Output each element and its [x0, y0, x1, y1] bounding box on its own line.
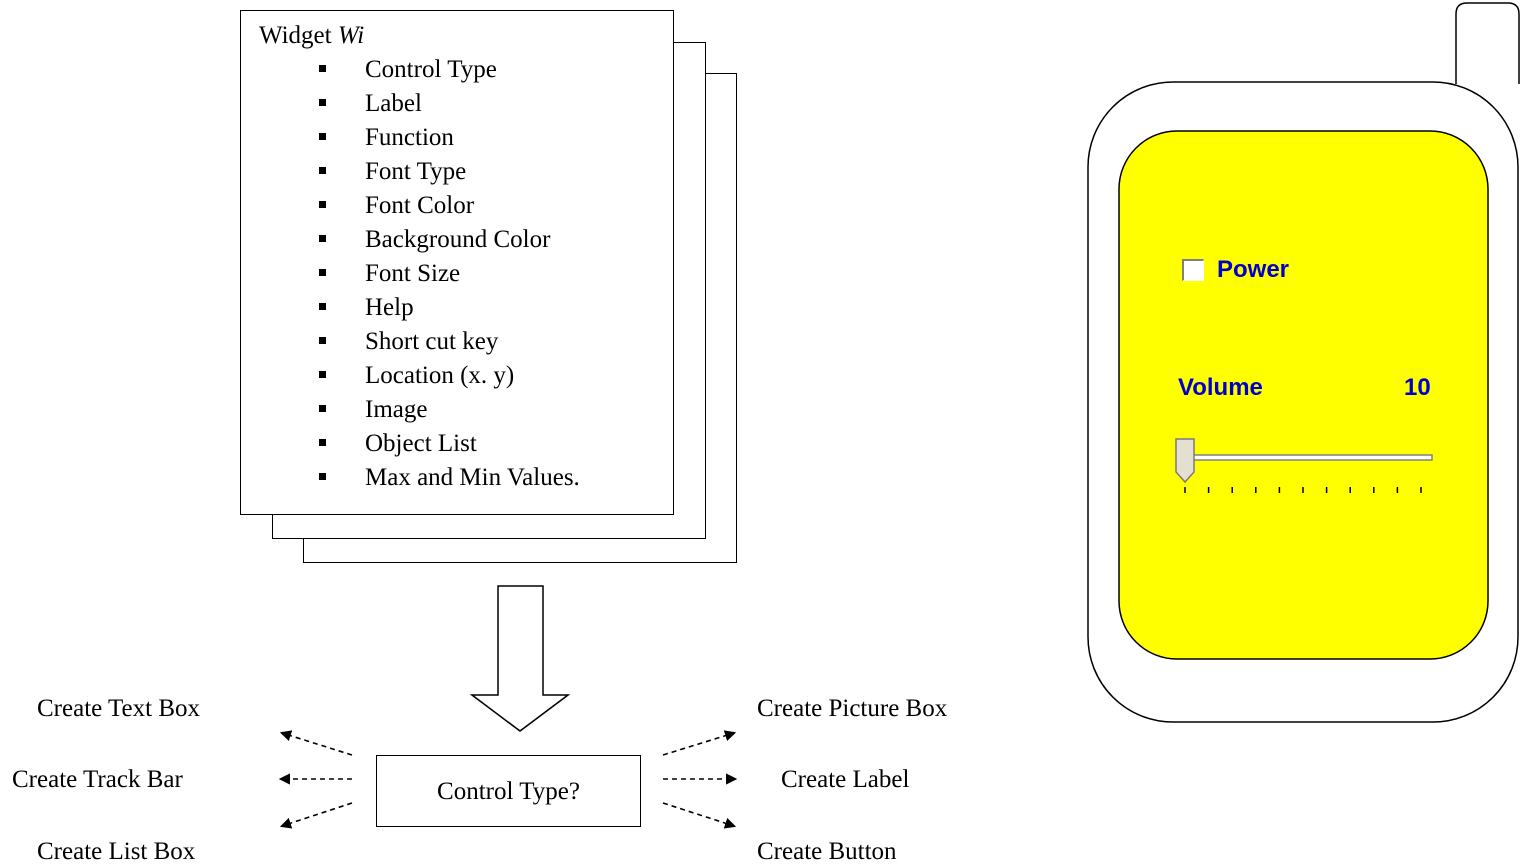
widget-property-label: Control Type [365, 56, 497, 83]
arrow-to-text-box [279, 730, 353, 756]
widget-property-label: Label [365, 90, 422, 117]
bullet-icon [319, 337, 326, 344]
widget-title: Widget Wi [259, 23, 364, 48]
bullet-icon [319, 303, 326, 310]
phone-screen [1118, 130, 1489, 660]
bullet-icon [319, 473, 326, 480]
outcome-create-label: Create Label [781, 766, 910, 793]
bullet-icon [319, 133, 326, 140]
power-checkbox[interactable] [1182, 259, 1204, 281]
outcome-create-track-bar: Create Track Bar [12, 766, 183, 793]
widget-property-label: Background Color [365, 226, 551, 253]
decision-label: Control Type? [437, 777, 580, 805]
phone-antenna [1455, 2, 1520, 84]
decision-box: Control Type? [376, 755, 641, 827]
bullet-icon [319, 405, 326, 412]
widget-property-label: Object List [365, 430, 477, 457]
widget-property-item: Font Color [319, 193, 580, 227]
volume-slider-ticks [1184, 487, 1422, 493]
bullet-icon [319, 65, 326, 72]
widget-property-item: Function [319, 125, 580, 159]
outcome-create-picture-box: Create Picture Box [757, 695, 948, 722]
widget-property-item: Location (x. y) [319, 363, 580, 397]
widget-property-label: Font Size [365, 260, 461, 287]
arrow-to-list-box [279, 802, 353, 829]
widget-title-prefix: Widget [259, 22, 332, 49]
widget-property-item: Max and Min Values. [319, 465, 580, 499]
power-label: Power [1217, 256, 1290, 283]
widget-property-label: Help [365, 294, 414, 321]
widget-property-label: Location (x. y) [365, 362, 515, 389]
widget-property-label: Short cut key [365, 328, 499, 355]
widget-property-label: Image [365, 396, 428, 423]
bullet-icon [319, 167, 326, 174]
widget-title-variable: Wi [337, 22, 365, 49]
outcome-create-button: Create Button [757, 838, 897, 865]
arrow-to-button [662, 802, 737, 829]
widget-property-item: Object List [319, 431, 580, 465]
widget-property-item: Image [319, 397, 580, 431]
volume-slider-thumb[interactable] [1175, 438, 1195, 484]
bullet-icon [319, 371, 326, 378]
outcome-create-list-box: Create List Box [37, 838, 196, 865]
bullet-icon [319, 99, 326, 106]
widget-property-item: Label [319, 91, 580, 125]
volume-label: Volume [1178, 374, 1263, 401]
widget-property-item: Short cut key [319, 329, 580, 363]
volume-slider-track [1181, 454, 1433, 461]
bullet-icon [319, 269, 326, 276]
widget-property-item: Font Type [319, 159, 580, 193]
widget-property-item: Help [319, 295, 580, 329]
phone-outline [1087, 2, 1520, 723]
widget-property-label: Max and Min Values. [365, 464, 580, 491]
arrow-to-picture-box [662, 730, 737, 756]
bullet-icon [319, 235, 326, 242]
widget-property-item: Control Type [319, 57, 580, 91]
bullet-icon [319, 201, 326, 208]
widget-property-item: Font Size [319, 261, 580, 295]
volume-value: 10 [1404, 374, 1431, 401]
bullet-icon [319, 439, 326, 446]
down-arrow-icon [470, 585, 570, 732]
volume-slider[interactable] [1168, 432, 1443, 502]
widget-property-label: Font Type [365, 158, 467, 185]
widget-property-item: Background Color [319, 227, 580, 261]
widget-property-label: Font Color [365, 192, 475, 219]
outcome-create-text-box: Create Text Box [37, 695, 201, 722]
widget-property-label: Function [365, 124, 454, 151]
